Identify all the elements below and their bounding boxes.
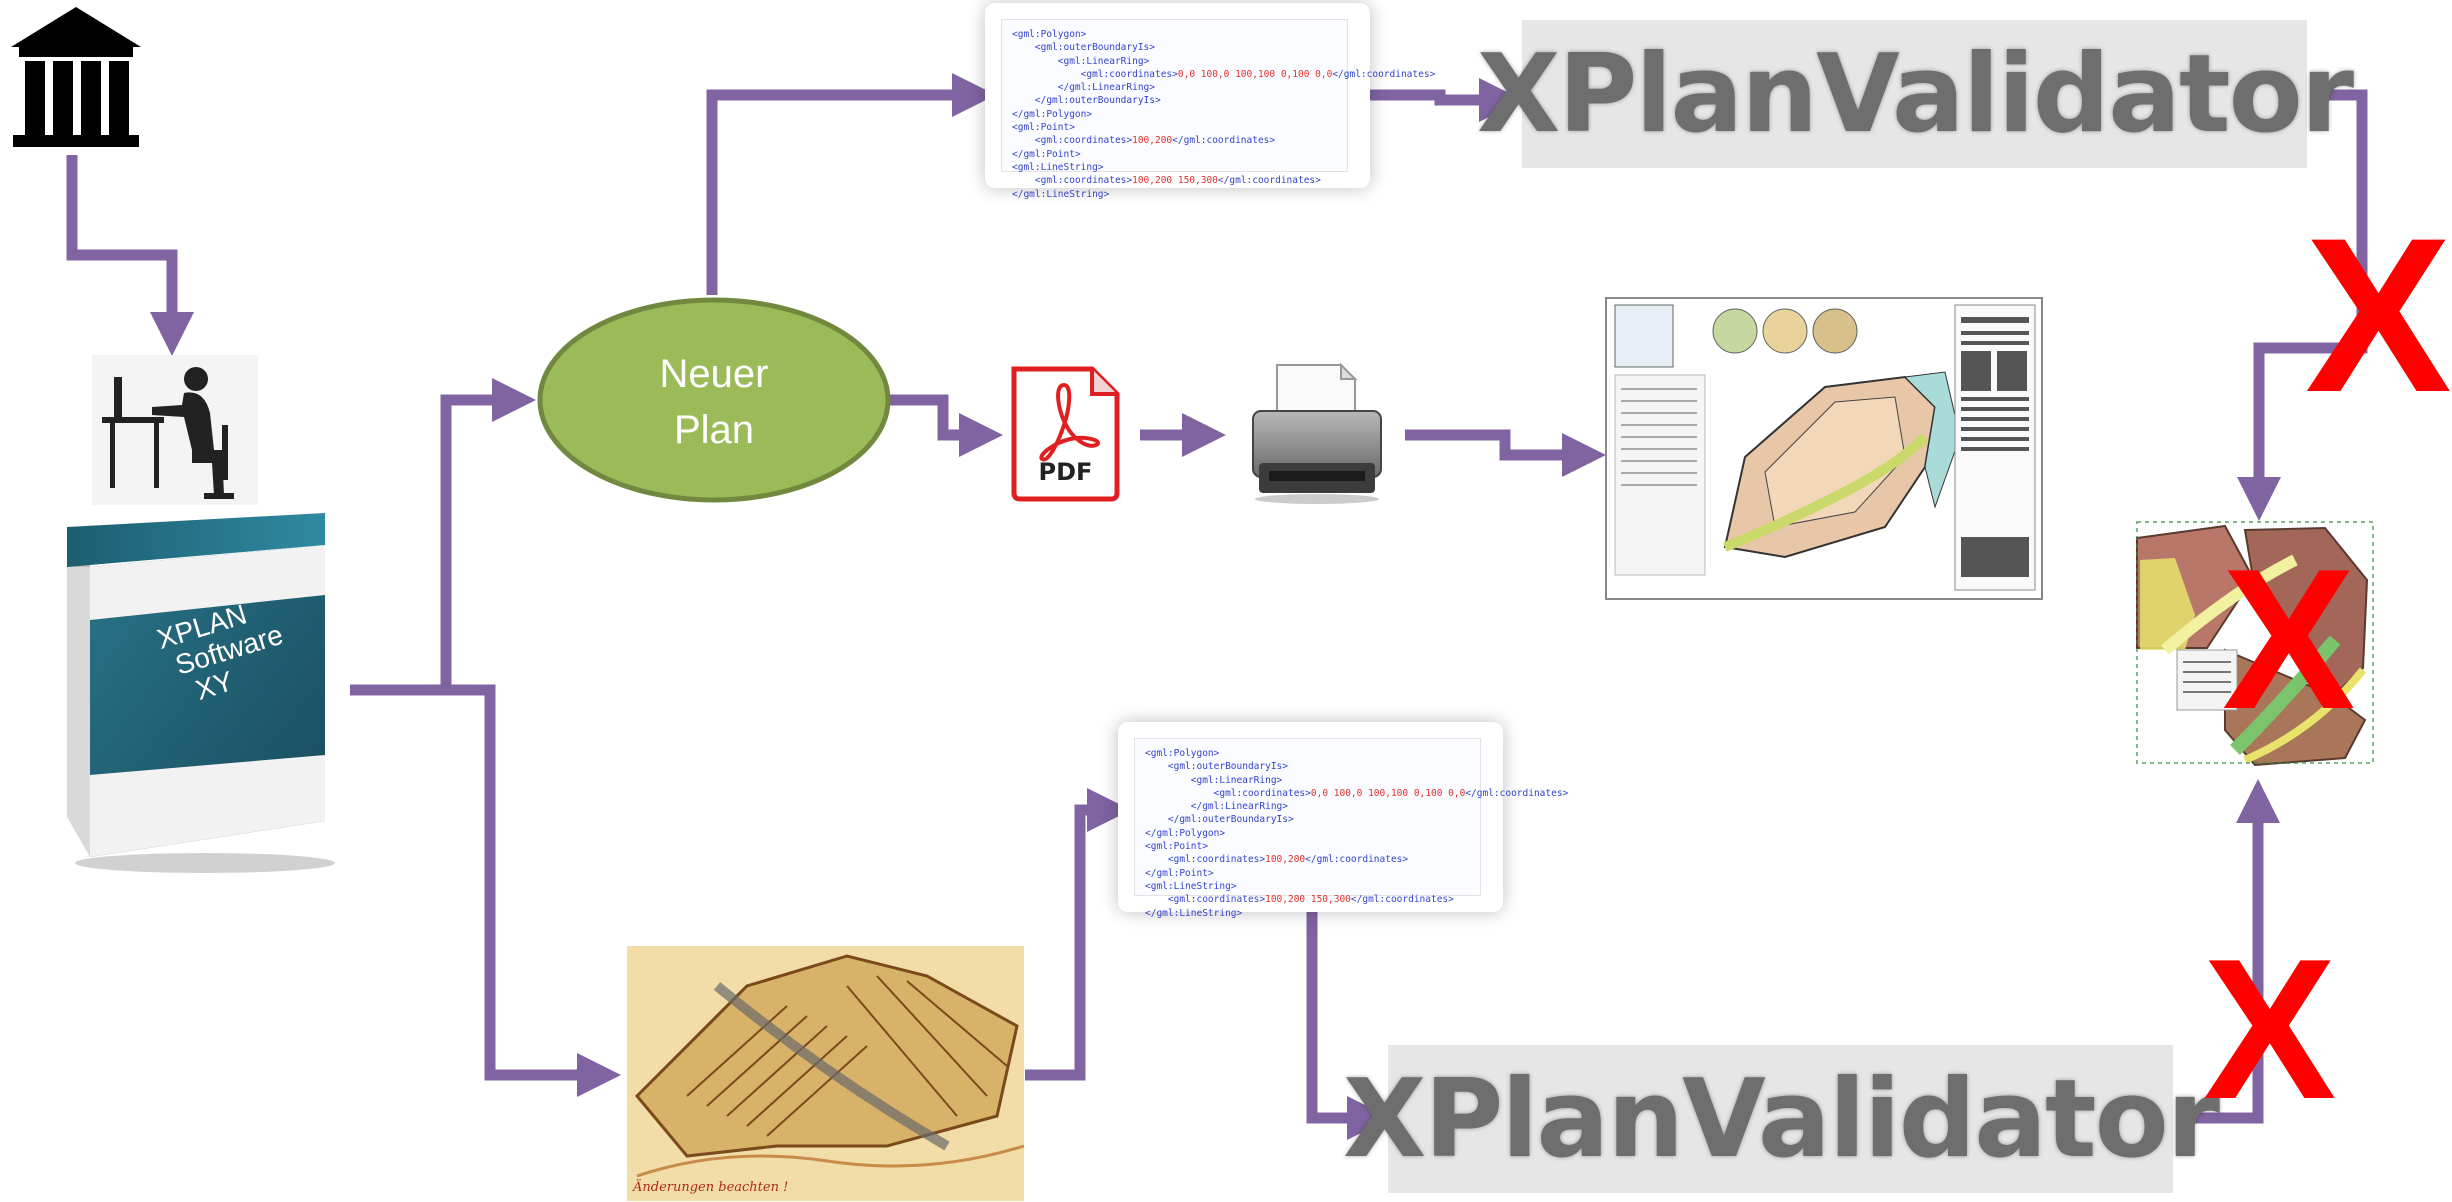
user-at-computer-icon (92, 355, 258, 505)
xml-code-top: <gml:Polygon> <gml:outerBoundaryIs> <gml… (1012, 28, 1435, 201)
xml-code-line: <gml:coordinates>0,0 100,0 100,100 0,100… (1145, 787, 1569, 799)
xml-code-line: <gml:Point> (1012, 122, 1075, 134)
xml-document-bottom: <gml:Polygon> <gml:outerBoundaryIs> <gml… (1118, 722, 1568, 919)
final-plan-map (2135, 520, 2375, 767)
xml-code-line: </gml:outerBoundaryIs> (1012, 95, 1161, 107)
xplanvalidator-bottom: XPlanValidator (1343, 1045, 2220, 1193)
xml-code-line: <gml:coordinates>100,200 150,300</gml:co… (1145, 894, 1454, 906)
xml-code-line: </gml:LineString> (1012, 188, 1110, 200)
validator-top-label: XPlanValidator (1476, 31, 2354, 157)
xml-code-line: </gml:Point> (1145, 867, 1214, 879)
xplanvalidator-top: XPlanValidator (1477, 20, 2354, 168)
new-plan-label-2: Plan (673, 408, 755, 452)
arrow-validator-top-to-final (2237, 89, 2368, 521)
xml-code-line: </gml:LinearRing> (1012, 82, 1155, 94)
old-map-caption: Änderungen beachten ! (633, 1180, 789, 1195)
pdf-label: PDF (1038, 458, 1093, 486)
xml-code-line: <gml:coordinates>100,200</gml:coordinate… (1012, 135, 1276, 147)
xml-code-line: <gml:Point> (1145, 841, 1208, 853)
arrow-xml-bottom-to-validator (1306, 900, 1391, 1140)
xml-code-line: <gml:LineString> (1145, 880, 1237, 892)
printer-icon (1245, 362, 1390, 505)
xml-document-top: <gml:Polygon> <gml:outerBoundaryIs> <gml… (985, 3, 1435, 200)
reject-mark-bottom: X (2203, 918, 2337, 1141)
xml-code-line: </gml:LinearRing> (1145, 801, 1288, 813)
arrow-software-to-oldmap (446, 684, 621, 1097)
xml-code-bottom: <gml:Polygon> <gml:outerBoundaryIs> <gml… (1145, 747, 1568, 920)
xml-code-line: <gml:LineString> (1012, 161, 1104, 173)
xml-code-line: <gml:outerBoundaryIs> (1145, 761, 1288, 773)
reject-mark-final: X (2222, 528, 2356, 751)
xml-code-line: <gml:coordinates>0,0 100,0 100,100 0,100… (1012, 68, 1436, 80)
xml-code-line: <gml:LinearRing> (1012, 55, 1150, 67)
arrow-plan-to-pdf (888, 394, 1003, 457)
xml-code-line: </gml:Point> (1012, 148, 1081, 160)
new-plan-node: Neuer Plan (536, 296, 892, 504)
arrow-oldmap-to-xml-bottom (1025, 788, 1131, 1081)
xml-code-line: <gml:Polygon> (1012, 29, 1087, 40)
xml-code-line: <gml:Polygon> (1145, 748, 1220, 759)
xml-code-line: </gml:outerBoundaryIs> (1145, 814, 1294, 826)
arrow-printer-to-plan-sheet (1405, 429, 1606, 477)
pdf-icon: PDF (1008, 363, 1123, 505)
xml-code-line: <gml:LinearRing> (1145, 774, 1283, 786)
new-plan-label-1: Neuer (659, 352, 769, 396)
arrow-validator-bottom-to-final (2178, 779, 2280, 1124)
arrow-xml-top-to-validator (1355, 78, 1523, 122)
reject-mark-top: X (2305, 192, 2452, 438)
printed-plan-sheet (1605, 297, 2043, 600)
arrow-authority-to-user (66, 155, 194, 356)
software-box: XPLAN Software XY (55, 505, 345, 875)
xml-code-line: <gml:coordinates>100,200</gml:coordinate… (1145, 854, 1409, 866)
xml-code-line: <gml:outerBoundaryIs> (1012, 42, 1155, 54)
xml-code-line: </gml:LineString> (1145, 907, 1243, 919)
arrow-plan-to-xml-top (706, 73, 996, 295)
building-icon (5, 5, 147, 147)
xml-code-line: </gml:Polygon> (1145, 827, 1226, 839)
old-map: Änderungen beachten ! (627, 946, 1025, 1201)
validator-bottom-label: XPlanValidator (1342, 1056, 2220, 1182)
xml-code-line: </gml:Polygon> (1012, 108, 1093, 120)
xml-code-line: <gml:coordinates>100,200 150,300</gml:co… (1012, 175, 1321, 187)
arrow-software-to-plan (350, 378, 536, 696)
